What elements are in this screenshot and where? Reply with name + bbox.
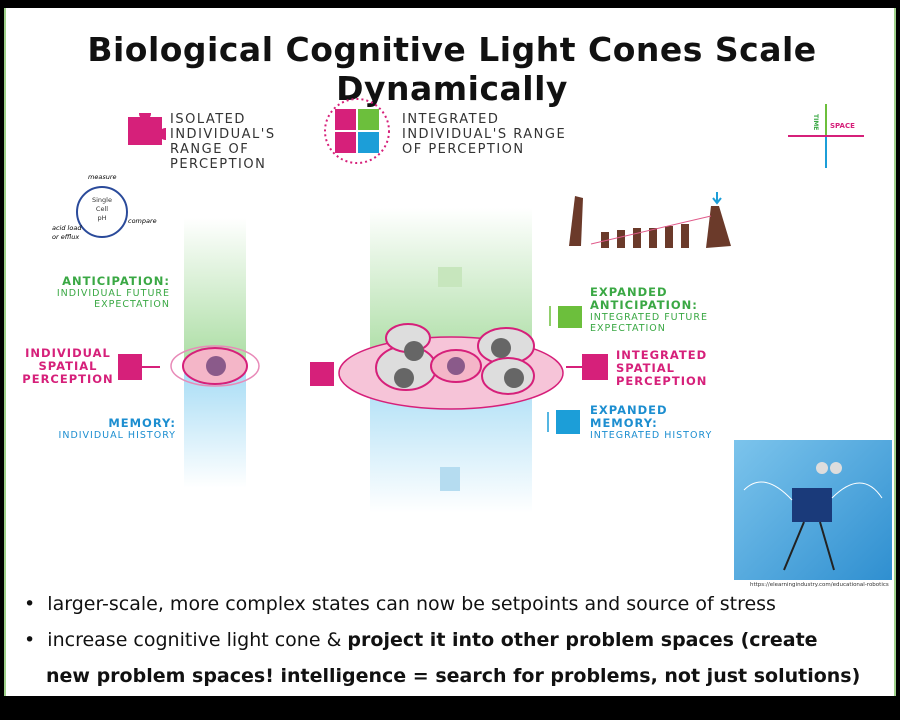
label-heading: SPATIAL [38, 359, 98, 373]
integrated-puzzle-icon [324, 98, 390, 164]
label-heading: ANTICIPATION: [590, 298, 698, 312]
label-heading: MEMORY: [590, 416, 658, 430]
bullet-text: increase cognitive light cone & [47, 629, 348, 651]
label-sub: INTEGRATED FUTURE [590, 312, 708, 323]
puzzle-piece-icon [310, 362, 334, 386]
cell-collective [338, 323, 564, 410]
bullet-text: larger-scale, more complex states can no… [47, 593, 776, 615]
feedback-loop-circle [76, 186, 128, 238]
puzzle-piece-icon [566, 354, 608, 380]
single-cell [170, 345, 260, 387]
bullet-2: • increase cognitive light cone & projec… [24, 622, 894, 694]
bullet-1: • larger-scale, more complex states can … [24, 586, 776, 622]
robot-photo [734, 440, 892, 580]
memory-puzzle-icon [547, 410, 580, 434]
bullet-bold-text: new problem spaces! intelligence = searc… [46, 665, 861, 687]
hands-illustration [569, 192, 731, 248]
label-heading: INDIVIDUAL [25, 346, 111, 360]
legend-line: PERCEPTION [170, 157, 267, 172]
space-axis-label: SPACE [830, 122, 855, 130]
bullet-bold-text: project it into other problem spaces (cr… [347, 629, 818, 651]
loop-compare: compare [128, 217, 157, 225]
anticipation-puzzle-icon [549, 306, 582, 328]
loop-text: Single [92, 196, 112, 204]
label-heading: EXPANDED [590, 285, 668, 299]
legend-line: OF PERCEPTION [402, 142, 525, 157]
label-heading: MEMORY: [108, 416, 176, 430]
loop-text: or efflux [52, 233, 80, 241]
legend-line: RANGE OF [170, 142, 250, 157]
legend-line: INTEGRATED [402, 112, 500, 127]
puzzle-piece-icon [118, 354, 160, 380]
bullet-dot: • [24, 593, 48, 615]
legend-line: INDIVIDUAL'S [170, 127, 276, 142]
label-heading: PERCEPTION [616, 374, 708, 388]
robot-image [743, 462, 883, 571]
loop-text: Cell [95, 205, 109, 213]
label-heading: INTEGRATED [616, 348, 708, 362]
label-sub: INDIVIDUAL FUTURE [56, 288, 170, 299]
label-sub: EXPECTATION [590, 323, 666, 334]
puzzle-piece-icon [128, 113, 166, 145]
label-heading: EXPANDED [590, 403, 668, 417]
loop-measure: measure [88, 173, 117, 181]
future-puzzle-icon [438, 267, 462, 287]
label-heading: PERCEPTION [22, 372, 114, 386]
slide: Biological Cognitive Light Cones Scale D… [4, 8, 896, 696]
space-time-axes [788, 104, 864, 168]
legend-line: INDIVIDUAL'S RANGE [402, 127, 567, 142]
individual-future-cone [184, 218, 246, 368]
individual-anticipation: ANTICIPATION: INDIVIDUAL FUTURE EXPECTAT… [46, 274, 170, 311]
individual-history-cone [184, 368, 246, 488]
bullet-dot: • [24, 629, 48, 651]
loop-text: acid load [52, 224, 82, 232]
photo-credit: https://elearningindustry.com/educationa… [750, 582, 889, 588]
time-axis-label: TIME [812, 114, 819, 131]
loop-text: pH [97, 214, 107, 222]
label-heading: ANTICIPATION: [62, 274, 170, 288]
individual-memory: MEMORY: INDIVIDUAL HISTORY [46, 416, 176, 442]
slide-title: Biological Cognitive Light Cones Scale D… [87, 30, 817, 108]
label-heading: SPATIAL [616, 361, 676, 375]
label-sub: EXPECTATION [94, 299, 170, 310]
legend-line: ISOLATED [170, 112, 246, 127]
label-sub: INTEGRATED HISTORY [590, 430, 713, 441]
history-puzzle-icon [440, 467, 460, 491]
label-sub: INDIVIDUAL HISTORY [58, 430, 176, 441]
